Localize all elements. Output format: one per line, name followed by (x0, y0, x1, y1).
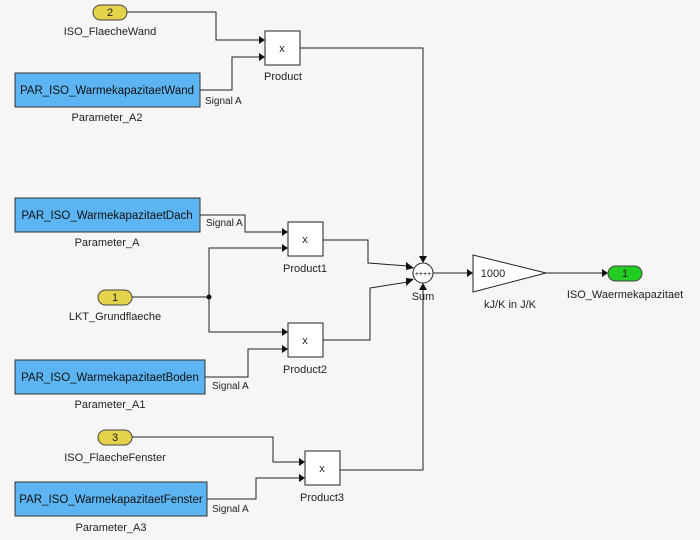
branch-point (206, 294, 212, 300)
arrowheads (259, 36, 608, 482)
inport-3[interactable]: 3 ISO_FlaecheFenster (64, 429, 166, 464)
inport-2[interactable]: 2 ISO_FlaecheWand (64, 4, 157, 38)
product-label: Product3 (300, 492, 344, 504)
product-symbol: x (302, 335, 308, 347)
product2-block[interactable]: x Product2 (283, 322, 327, 376)
inport-label: ISO_FlaecheWand (64, 26, 157, 38)
product1-block[interactable]: x Product1 (283, 221, 327, 275)
product-symbol: x (279, 43, 285, 55)
parameter-block-a3[interactable]: PAR_ISO_WarmekapazitaetFenster Parameter… (14, 481, 249, 534)
arrow-icon (467, 269, 473, 277)
arrow-icon (299, 458, 305, 466)
sum-signs: ++++ (415, 271, 431, 278)
product-label: Product1 (283, 263, 327, 275)
product3-block[interactable]: x Product3 (300, 450, 344, 504)
outport-number: 1 (622, 268, 628, 280)
wire[interactable] (323, 239, 409, 267)
inport-1[interactable]: 1 LKT_Grundflaeche (69, 289, 161, 323)
product-label: Product2 (283, 364, 327, 376)
wire[interactable] (127, 11, 259, 41)
wire[interactable] (200, 56, 259, 91)
product-symbol: x (319, 463, 325, 475)
signal-label: Signal A (205, 96, 242, 107)
parameter-value: PAR_ISO_WarmekapazitaetBoden (21, 372, 199, 384)
inport-number: 2 (107, 7, 113, 19)
arrow-icon (602, 269, 608, 277)
arrow-icon (419, 283, 427, 290)
parameter-block-a1[interactable]: PAR_ISO_WarmekapazitaetBoden Parameter_A… (14, 359, 249, 411)
wire[interactable] (132, 436, 299, 463)
arrow-icon (419, 256, 427, 263)
arrow-icon (406, 262, 414, 270)
parameter-block-a[interactable]: PAR_ISO_WarmekapazitaetDach Parameter_A … (14, 197, 243, 249)
gain-label: kJ/K in J/K (484, 299, 537, 311)
arrow-icon (282, 345, 288, 353)
product-label: Product (264, 71, 302, 83)
sum-block[interactable]: ++++ Sum (412, 262, 435, 303)
product-symbol: x (302, 234, 308, 246)
wire[interactable] (208, 297, 282, 333)
wire[interactable] (208, 247, 282, 297)
outport-label: ISO_Waermekapazitaet (567, 289, 683, 301)
arrow-icon (282, 244, 288, 252)
inport-number: 1 (112, 292, 118, 304)
wires (127, 11, 602, 500)
inport-number: 3 (112, 432, 118, 444)
signal-label: Signal A (206, 218, 243, 229)
parameter-value: PAR_ISO_WarmekapazitaetWand (20, 85, 194, 97)
gain-block[interactable]: 1000 kJ/K in J/K (472, 254, 547, 311)
wire[interactable] (200, 214, 282, 233)
inport-label: ISO_FlaecheFenster (64, 452, 166, 464)
arrow-icon (299, 474, 305, 482)
parameter-label: Parameter_A (75, 237, 140, 249)
parameter-label: Parameter_A3 (76, 522, 147, 534)
signal-label: Signal A (212, 504, 249, 515)
gain-value: 1000 (481, 268, 505, 280)
product-block[interactable]: x Product (264, 30, 302, 83)
sum-label: Sum (412, 291, 435, 303)
outport-1[interactable]: 1 ISO_Waermekapazitaet (567, 265, 683, 301)
wire[interactable] (323, 281, 409, 341)
parameter-block-a2[interactable]: PAR_ISO_WarmekapazitaetWand Parameter_A2… (14, 72, 242, 124)
wire[interactable] (205, 348, 282, 378)
wire[interactable] (207, 477, 299, 500)
arrow-icon (259, 53, 265, 61)
inport-label: LKT_Grundflaeche (69, 311, 161, 323)
wire[interactable] (340, 290, 424, 471)
parameter-value: PAR_ISO_WarmekapazitaetDach (21, 210, 192, 222)
arrow-icon (406, 278, 414, 286)
parameter-value: PAR_ISO_WarmekapazitaetFenster (19, 494, 203, 506)
arrow-icon (282, 328, 288, 336)
wire[interactable] (300, 47, 424, 256)
arrow-icon (259, 36, 265, 44)
parameter-label: Parameter_A2 (72, 112, 143, 124)
signal-label: Signal A (212, 381, 249, 392)
parameter-label: Parameter_A1 (75, 399, 146, 411)
arrow-icon (282, 228, 288, 236)
